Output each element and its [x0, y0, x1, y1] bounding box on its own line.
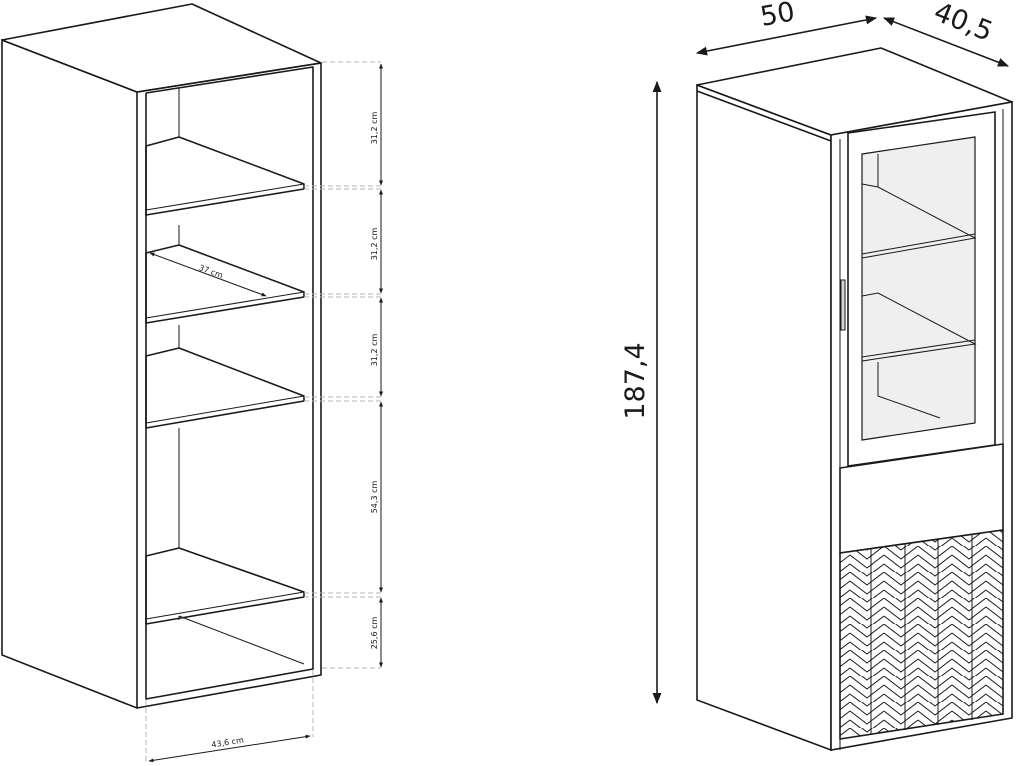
left-open-cabinet: 37 cm 31,2 cm 31,2 cm 31,2 cm 54,3 cm 25…	[1, 3, 383, 763]
left-side-panel	[1, 38, 138, 710]
right-closed-cabinet	[696, 47, 1013, 752]
shelf-height-label-1: 31,2 cm	[370, 112, 379, 145]
side-handle-icon	[840, 279, 846, 331]
glass-door-pane	[861, 136, 976, 441]
depth-dimension-label: 40,5	[930, 0, 997, 48]
visible-glass-shelves	[861, 154, 977, 419]
shelf-height-label-2: 31,2 cm	[370, 228, 379, 261]
height-dimension-label: 187,4	[620, 342, 651, 419]
shelf-height-label-3: 31,2 cm	[370, 334, 379, 367]
shelf-depth-label: 37 cm	[198, 263, 225, 280]
shelf-height-label-4: 54,3 cm	[370, 481, 379, 514]
left-extension-lines	[304, 61, 381, 669]
shelf-height-label-5: 25,6 cm	[370, 617, 379, 650]
herringbone-door-panel	[840, 530, 1003, 739]
right-cabinet-dimensions	[652, 15, 1010, 705]
left-shelves	[145, 136, 305, 665]
width-dimension-label: 50	[758, 0, 797, 33]
right-side-panel	[696, 83, 832, 752]
left-front-frame	[136, 62, 322, 709]
